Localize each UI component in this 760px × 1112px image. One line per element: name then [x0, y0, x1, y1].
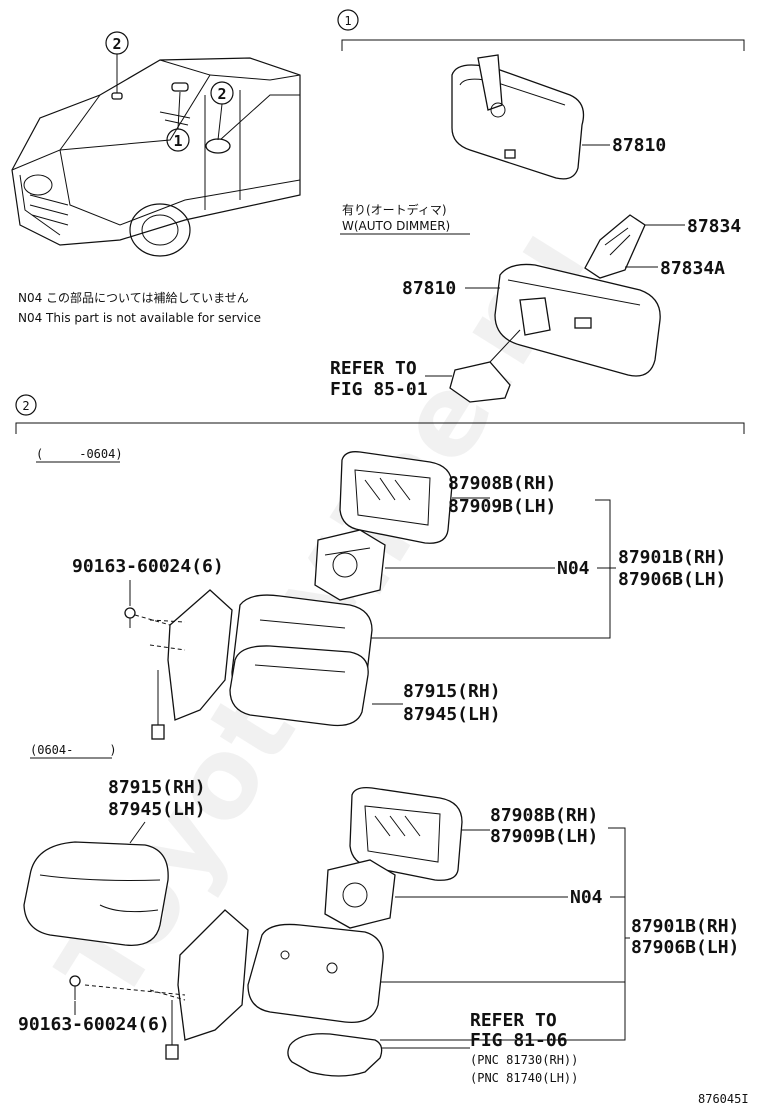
part-87901b-rh-1: 87901B(RH)	[618, 547, 726, 568]
mirror-motor-1	[314, 529, 386, 601]
door-mirror-housing-1	[229, 594, 373, 727]
refer-to-1: REFER TO	[330, 358, 417, 379]
car-callout-1: 1	[166, 91, 190, 152]
part-87908b-rh-2: 87908B(RH)	[490, 805, 598, 826]
part-87810-auto: 87810	[402, 278, 456, 299]
svg-text:1: 1	[344, 14, 351, 28]
svg-text:2: 2	[112, 35, 121, 53]
part-87908b-rh-1: 87908B(RH)	[448, 473, 556, 494]
figure-id: 876045I	[698, 1092, 749, 1106]
refer-to-2: REFER TO	[470, 1010, 557, 1031]
car-callout-2-left: 2	[105, 31, 129, 93]
section2-marker: 2	[15, 394, 745, 434]
section1-marker: 1	[337, 9, 745, 51]
interior-mirror-auto	[494, 263, 661, 377]
refer-fig-1: FIG 85-01	[330, 379, 428, 400]
auto-dimmer-en: W(AUTO DIMMER)	[342, 219, 450, 233]
note-en: N04 This part is not available for servi…	[18, 311, 261, 325]
screw-2	[69, 975, 81, 1000]
mount-bracket	[449, 329, 521, 403]
pnc-81730-rh: (PNC 81730(RH))	[470, 1053, 578, 1067]
n04-2: N04	[570, 887, 603, 908]
part-87945-lh-1: 87945(LH)	[403, 704, 501, 725]
mirror-cover-parts	[584, 214, 646, 279]
turn-signal-lamp	[287, 1033, 470, 1077]
auto-dimmer-jp: 有り(オートディマ)	[342, 202, 447, 217]
range-upto-0604: ( -0604)	[36, 447, 123, 461]
part-87909b-lh-2: 87909B(LH)	[490, 826, 598, 847]
mirror-cover-2	[23, 821, 169, 946]
svg-text:1: 1	[173, 132, 182, 150]
door-mirror-housing-2	[247, 923, 384, 1024]
refer-fig-2: FIG 81-06	[470, 1030, 568, 1051]
part-87834a: 87834A	[660, 258, 725, 279]
interior-mirror-standard	[451, 54, 585, 180]
part-87901b-rh-2: 87901B(RH)	[631, 916, 739, 937]
part-87909b-lh-1: 87909B(LH)	[448, 496, 556, 517]
note-jp: N04 この部品については補給していません	[18, 290, 249, 305]
n04-1: N04	[557, 558, 590, 579]
screw-part-2: 90163-60024(6)	[18, 1014, 170, 1035]
mirror-base-1	[149, 589, 233, 740]
part-87915-rh-1: 87915(RH)	[403, 681, 501, 702]
mirror-glass-1	[339, 451, 453, 544]
screw-1	[124, 607, 171, 628]
mirror-motor-2	[324, 859, 396, 929]
part-87915-rh-2: 87915(RH)	[108, 777, 206, 798]
car-illustration	[11, 57, 301, 257]
screw-part-1: 90163-60024(6)	[72, 556, 224, 577]
svg-text:2: 2	[22, 399, 29, 413]
car-callout-2-right: 2	[210, 81, 234, 141]
part-87906b-lh-1: 87906B(LH)	[618, 569, 726, 590]
part-87810-standard: 87810	[612, 135, 666, 156]
svg-text:2: 2	[217, 85, 226, 103]
part-87945-lh-2: 87945(LH)	[108, 799, 206, 820]
range-from-0604: (0604- )	[30, 743, 117, 757]
part-87834: 87834	[687, 216, 741, 237]
pnc-81740-lh: (PNC 81740(LH))	[470, 1071, 578, 1085]
mirror-base-2	[84, 909, 249, 1060]
part-87906b-lh-2: 87906B(LH)	[631, 937, 739, 958]
